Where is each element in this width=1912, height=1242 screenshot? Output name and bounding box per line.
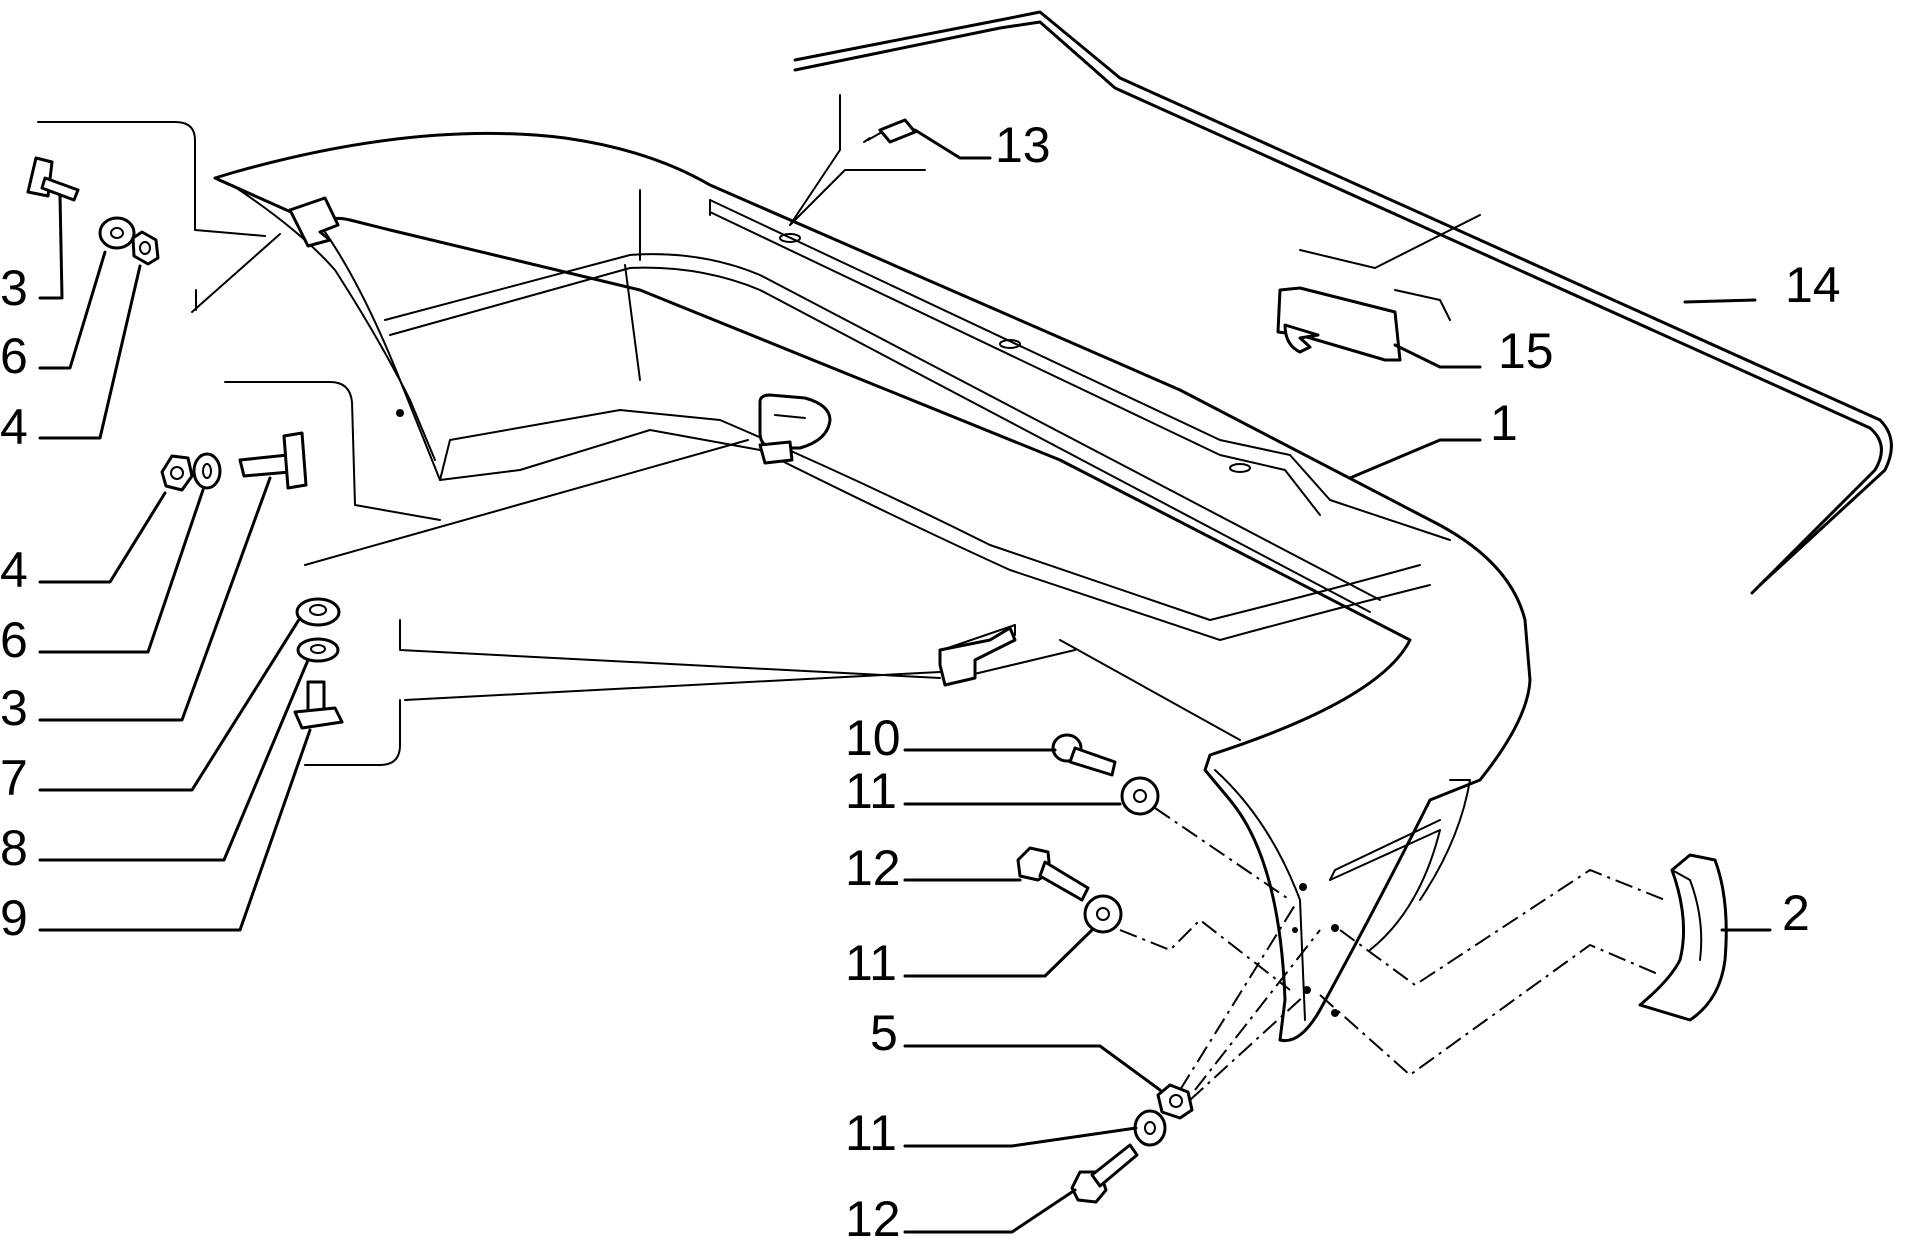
callout-5: 5 bbox=[870, 1005, 898, 1061]
washer-8 bbox=[296, 637, 340, 663]
callout-6-mid: 6 bbox=[0, 612, 28, 668]
washer-6-mid bbox=[192, 452, 222, 490]
t-bolt-3-mid bbox=[238, 431, 308, 490]
callout-1: 1 bbox=[1490, 395, 1518, 451]
nut-7 bbox=[295, 597, 341, 627]
callout-14: 14 bbox=[1785, 257, 1841, 313]
side-cap bbox=[1638, 853, 1728, 1022]
nut-4-top bbox=[131, 230, 160, 266]
callout-11-c: 11 bbox=[845, 1105, 897, 1161]
callout-10: 10 bbox=[845, 710, 901, 766]
screw-10 bbox=[1051, 733, 1117, 777]
callout-4-top: 4 bbox=[0, 399, 28, 455]
bumper-shell bbox=[213, 131, 1532, 1043]
flange-clip-left bbox=[288, 196, 340, 248]
callout-3-mid: 3 bbox=[0, 680, 28, 736]
clip-15 bbox=[1276, 286, 1402, 362]
nut-5 bbox=[1156, 1083, 1194, 1120]
washer-11-b bbox=[1083, 894, 1123, 934]
leader-lines bbox=[37, 94, 1772, 1234]
callout-15: 15 bbox=[1498, 323, 1554, 379]
callout-8: 8 bbox=[0, 820, 28, 876]
callout-7: 7 bbox=[0, 750, 28, 806]
nut-4-mid bbox=[160, 454, 194, 492]
callout-13: 13 bbox=[995, 117, 1051, 173]
center-clip bbox=[758, 393, 832, 465]
callout-12-b: 12 bbox=[845, 1191, 901, 1242]
callout-6-top: 6 bbox=[0, 328, 28, 384]
bolt-12-a bbox=[1016, 846, 1090, 902]
callout-11-a: 11 bbox=[845, 763, 897, 819]
callout-3-top: 3 bbox=[0, 260, 28, 316]
washer-11-c bbox=[1133, 1109, 1167, 1147]
callout-12-a: 12 bbox=[845, 840, 901, 896]
lower-tab bbox=[938, 626, 1017, 687]
trim-strip bbox=[793, 10, 1893, 595]
t-bolt-9 bbox=[293, 680, 344, 730]
washer-6-top bbox=[98, 216, 136, 250]
callout-2: 2 bbox=[1782, 885, 1810, 941]
assembly-lines bbox=[1119, 807, 1666, 1101]
screw-13 bbox=[863, 118, 917, 144]
callout-9: 9 bbox=[0, 890, 28, 946]
bolt-12-b bbox=[1070, 1143, 1139, 1204]
washer-11-a bbox=[1120, 776, 1160, 816]
callout-4-mid: 4 bbox=[0, 542, 28, 598]
callout-11-b: 11 bbox=[845, 935, 897, 991]
callout-labels: 1 2 3 6 4 4 6 3 7 8 9 10 11 12 11 5 11 1… bbox=[0, 117, 1841, 1242]
t-bolt-3-top bbox=[26, 156, 80, 202]
